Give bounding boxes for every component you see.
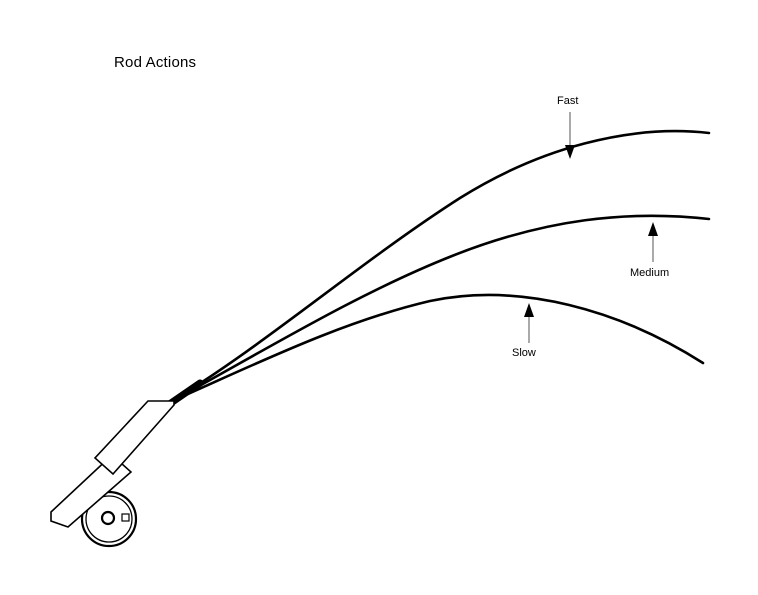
leader-medium	[648, 222, 658, 262]
reel-knob	[121, 513, 130, 522]
reel-center-hub	[100, 510, 116, 526]
label-fast: Fast	[557, 95, 578, 107]
page-title: Rod Actions	[114, 54, 196, 71]
rod-curve-slow	[170, 293, 705, 403]
label-slow: Slow	[512, 347, 536, 359]
fishing-reel	[80, 490, 138, 548]
rod-curve-fast	[170, 129, 711, 403]
arrowhead-fast	[565, 145, 575, 159]
leader-slow	[524, 303, 534, 343]
label-medium: Medium	[630, 267, 669, 279]
rod-grip	[93, 400, 175, 476]
arrowhead-slow	[524, 303, 534, 317]
arrowhead-medium	[648, 222, 658, 236]
leader-fast	[565, 112, 575, 159]
rod-curve-medium	[170, 214, 711, 403]
